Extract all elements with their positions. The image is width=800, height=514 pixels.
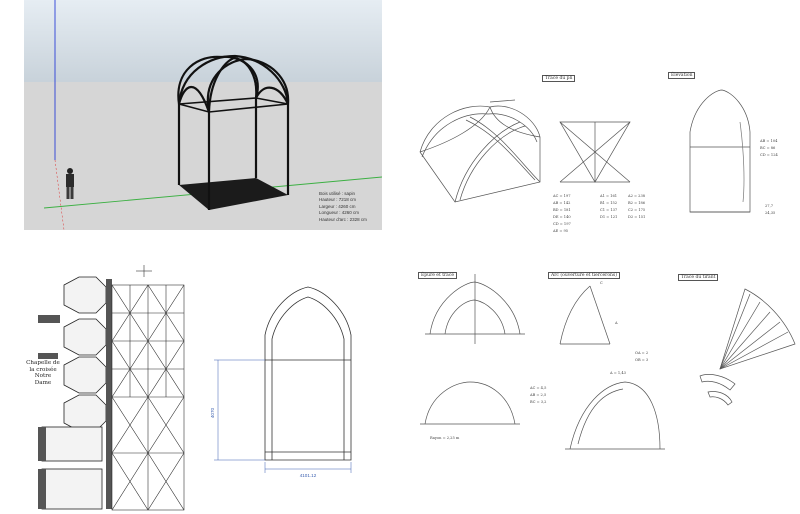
sketch-tag: Tracé du tirant	[678, 274, 719, 281]
vertical-dimension-label: 4070	[210, 407, 215, 418]
svg-text:27,7: 27,7	[765, 204, 774, 208]
historical-floor-plan: Chapelle de la croisée Notre Dame	[24, 255, 187, 514]
cad-elevation-drawing: 4070 4101.12	[190, 255, 402, 514]
svg-text:C: C	[600, 281, 603, 285]
sky-background	[24, 0, 382, 82]
hand-sketch-sheet-bottom: A C AC = 4,5 AB = 2,5 BC = 3,2 OA = 2 OB…	[410, 264, 800, 514]
plan-drawing	[38, 265, 185, 511]
svg-text:AE = 95: AE = 95	[552, 229, 569, 233]
material-info: Bois utilisé : sapin Hauteur : 7218 cm L…	[319, 191, 367, 223]
svg-text:C1 = 137: C1 = 137	[600, 208, 618, 212]
svg-text:D2 = 151: D2 = 151	[628, 215, 645, 219]
svg-text:AB = 2,5: AB = 2,5	[529, 393, 547, 397]
vault-posts	[177, 98, 290, 210]
sketch-drawing-bottom: A C AC = 4,5 AB = 2,5 BC = 3,2 OA = 2 OB…	[420, 274, 796, 450]
vault-sketch	[419, 99, 541, 203]
plan-geometry-sketch	[559, 121, 631, 183]
info-line: Longueur : 4260 cm	[319, 210, 360, 216]
svg-text:B2 = 186: B2 = 186	[628, 201, 646, 205]
elevation-sketch	[689, 89, 751, 213]
3d-model-render: Bois utilisé : sapin Hauteur : 7218 cm L…	[24, 0, 382, 230]
svg-text:BD = 181: BD = 181	[553, 208, 571, 212]
info-line: Hauteur d'arc : 2328 cm	[319, 216, 367, 222]
svg-text:CD = 124: CD = 124	[760, 153, 778, 157]
arch-outline	[264, 286, 352, 461]
svg-text:D1 = 121: D1 = 121	[600, 215, 617, 219]
info-line: Hauteur : 7218 cm	[319, 197, 357, 203]
horizontal-dimension-label: 4101.12	[300, 473, 317, 478]
plan-handwritten-caption: Chapelle de la croisée Notre Dame	[26, 360, 60, 386]
svg-text:A2 = 238: A2 = 238	[627, 194, 646, 198]
scale-figure	[66, 168, 74, 199]
vault-floor	[179, 178, 288, 210]
sketch-tag: Tracé du pli	[542, 75, 576, 82]
svg-text:BC = 3,2: BC = 3,2	[530, 400, 546, 404]
svg-text:BC = 86: BC = 86	[760, 146, 776, 150]
dimension-lines	[214, 359, 352, 473]
sketch-tag: Élévation	[668, 72, 696, 79]
vault-model-drawing	[43, 0, 382, 230]
rib-arc-sketch	[559, 285, 665, 450]
svg-text:AC = 4,5: AC = 4,5	[529, 386, 547, 390]
sketch-drawing-top: AC = 197 AB = 142 BD = 181 DE = 140 CD =…	[419, 89, 778, 233]
info-line: Largeur : 4260 cm	[319, 203, 356, 209]
sketch-notes-bottom: A C AC = 4,5 AB = 2,5 BC = 3,2 OA = 2 OB…	[430, 281, 649, 440]
svg-text:AB = 104: AB = 104	[759, 139, 778, 143]
svg-text:AB = 142: AB = 142	[552, 201, 570, 205]
cad-arch-drawing: 4070 4101.12	[210, 286, 352, 478]
svg-text:A1 = 161: A1 = 161	[599, 194, 617, 198]
svg-text:CD = 197: CD = 197	[553, 222, 571, 226]
svg-text:Rayon = 2,25 m: Rayon = 2,25 m	[430, 436, 460, 440]
svg-text:B1 = 152: B1 = 152	[600, 201, 617, 205]
vault-rib-grid	[111, 284, 185, 511]
sketch-tag: Arc (ouverture et tiercerons)	[548, 272, 620, 279]
hatched-walls	[38, 279, 112, 509]
tie-rod-fan-sketch	[699, 288, 796, 406]
compass-icon	[136, 265, 152, 277]
svg-text:OB = 3: OB = 3	[635, 358, 649, 362]
x-axis-line	[54, 159, 65, 230]
svg-text:A: A	[614, 321, 618, 325]
svg-text:C2 = 175: C2 = 175	[628, 208, 646, 212]
vault-ribs	[177, 54, 290, 113]
svg-text:24,35: 24,35	[765, 211, 776, 215]
info-line: Bois utilisé : sapin	[319, 191, 356, 196]
arch-construction-sketch	[420, 274, 525, 425]
svg-text:A = 1,43: A = 1,43	[609, 371, 627, 375]
svg-text:OA = 2: OA = 2	[635, 351, 648, 355]
sketch-notes: AC = 197 AB = 142 BD = 181 DE = 140 CD =…	[552, 139, 778, 233]
sketch-tag: Épure et tracé	[418, 272, 458, 279]
vault-top-frame	[178, 97, 289, 113]
svg-text:AC = 197: AC = 197	[552, 194, 571, 198]
svg-text:DE = 140: DE = 140	[553, 215, 571, 219]
chapel-outlines	[41, 276, 107, 510]
ground-plane	[24, 82, 382, 230]
hand-sketch-sheet-top: AC = 197 AB = 142 BD = 181 DE = 140 CD =…	[410, 62, 800, 240]
